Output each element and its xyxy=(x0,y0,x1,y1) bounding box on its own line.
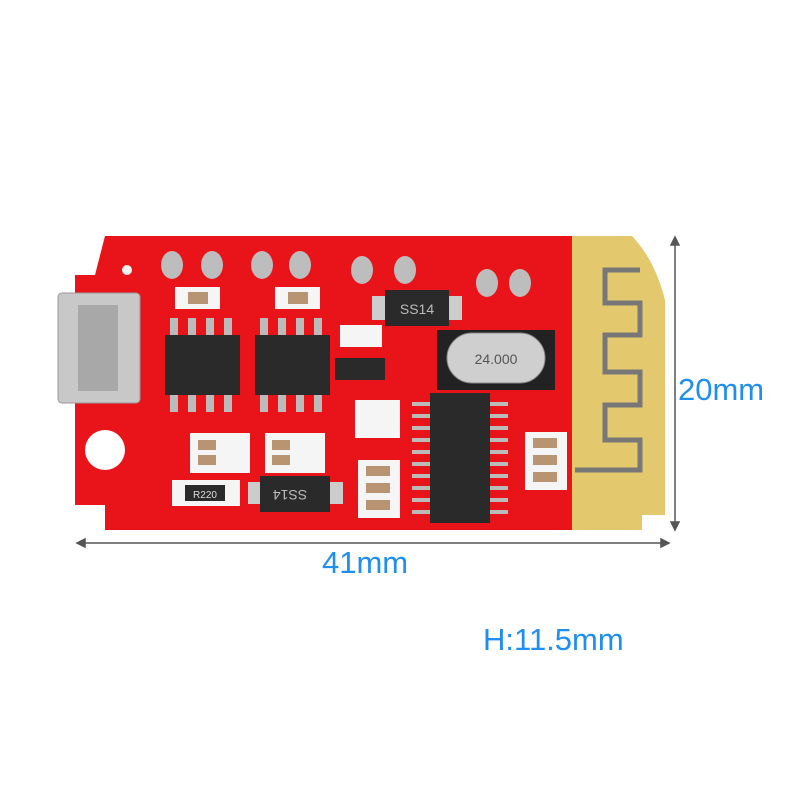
antenna-trace xyxy=(575,267,643,473)
length-label: 41mm xyxy=(322,545,409,580)
diode-top xyxy=(385,290,449,326)
height-label: H:11.5mm xyxy=(483,622,624,657)
diode-marking: SS14 xyxy=(400,301,434,317)
amplifier-chip-2 xyxy=(255,335,330,395)
diode-bottom xyxy=(260,476,330,512)
mounting-hole xyxy=(85,430,125,470)
via xyxy=(122,265,132,275)
crystal-marking: 24.000 xyxy=(475,351,518,367)
antenna-area xyxy=(560,236,665,530)
width-label: 20mm xyxy=(678,372,765,407)
diode-bottom-marking: SS14 xyxy=(273,487,307,503)
bluetooth-chip xyxy=(430,393,490,523)
amplifier-chip-1 xyxy=(165,335,240,395)
transistor xyxy=(335,358,385,380)
solder-pads xyxy=(161,251,531,297)
usb-opening xyxy=(78,305,118,391)
resistor-marking: R220 xyxy=(193,490,217,501)
crystal-oscillator xyxy=(446,332,546,384)
dimension-lines xyxy=(75,235,681,549)
